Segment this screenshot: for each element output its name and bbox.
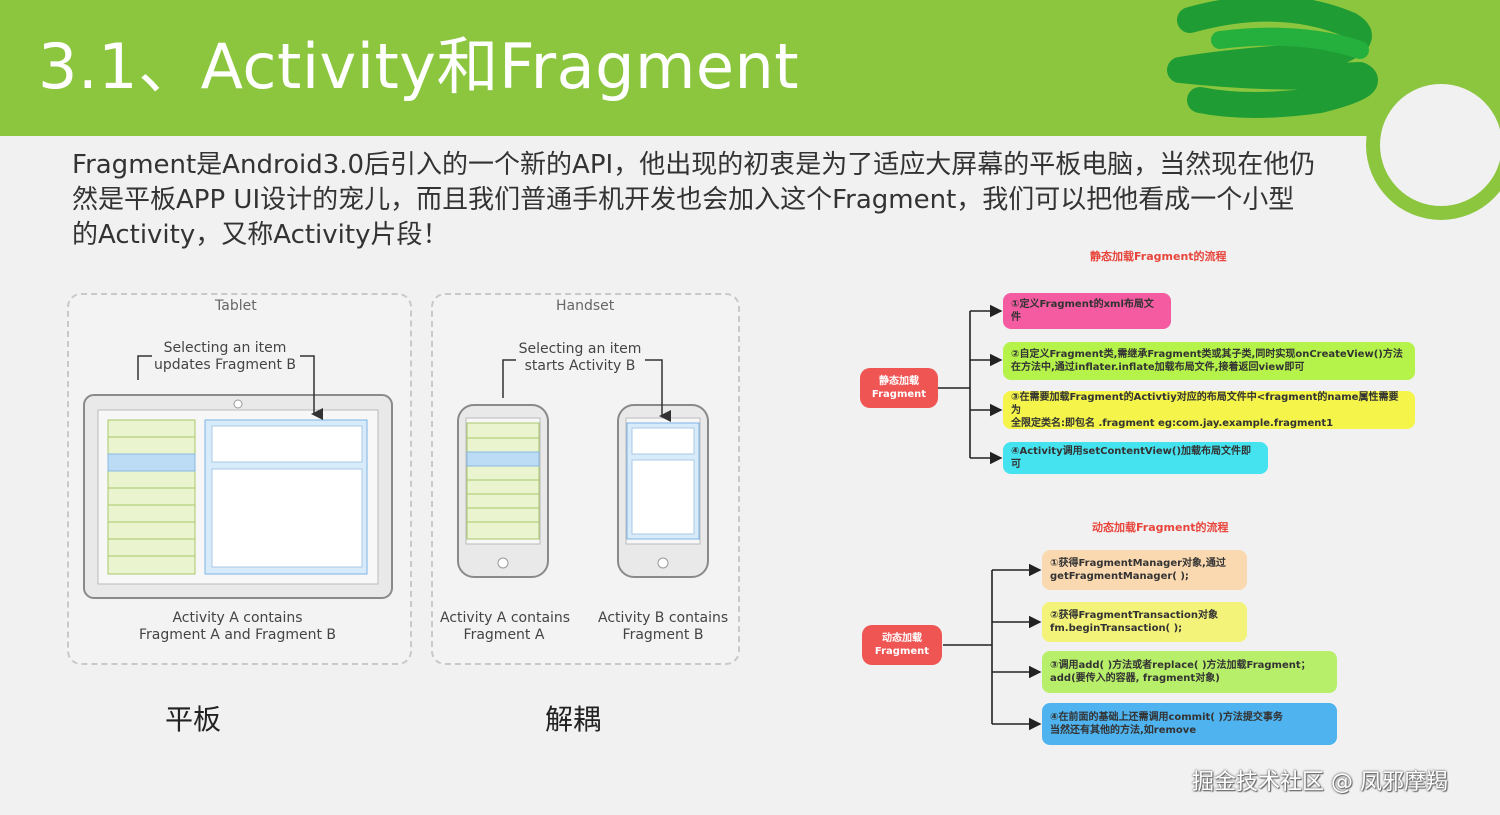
tablet-camera [233, 399, 243, 409]
circle-decoration [1366, 70, 1500, 220]
intro-line: 的Activity，又称Activity片段！ [72, 220, 449, 250]
green-scribble-decoration [1167, 0, 1378, 118]
intro-line: 然是平板APP UI设计的宠儿，而且我们普通手机开发也会加入这个Fragment… [72, 185, 1295, 215]
static-step-3: ③在需要加载Fragment的Activtiy对应的布局文件中<fragment… [1003, 391, 1415, 429]
handset-caption-a: Activity A contains Fragment A [440, 610, 571, 643]
intro-paragraph: Fragment是Android3.0后引入的一个新的API，他出现的初衷是为了… [72, 148, 1382, 253]
static-step-4: ④Activity调用setContentView()加载布局文件即可 [1003, 442, 1268, 474]
dynamic-flow-connectors [943, 563, 1042, 731]
watermark: 掘金技术社区 @ 凤邪摩羯 [1192, 770, 1448, 795]
fragment-a-list [107, 419, 196, 575]
static-flow-title: 静态加载Fragment的流程 [1090, 250, 1227, 263]
static-step-1: ①定义Fragment的xml布局文件 [1003, 293, 1171, 329]
handset-a-list [466, 422, 540, 540]
handset-caption-b: Activity B contains Fragment B [598, 610, 729, 643]
fragment-a-selected-item [107, 453, 196, 472]
handset-a-selected-item [466, 451, 540, 467]
tablet-select-text: Selecting an item updates Fragment B [154, 340, 296, 373]
intro-line: Fragment是Android3.0后引入的一个新的API，他出现的初衷是为了… [72, 150, 1316, 180]
slide-title: 3.1、Activity和Fragment [38, 30, 800, 103]
static-step-2: ②自定义Fragment类,需继承Fragment类或其子类,同时实现onCre… [1003, 342, 1415, 380]
dynamic-step-3: ③调用add( )方法或者replace( )方法加载Fragment；add(… [1042, 651, 1337, 693]
handset-select-text: Selecting an item starts Activity B [518, 341, 642, 374]
tablet-label: 平板 [165, 703, 222, 736]
dynamic-flow-title: 动态加载Fragment的流程 [1092, 521, 1229, 534]
handset-panel-title: Handset [556, 298, 615, 314]
decouple-label: 解耦 [545, 703, 602, 736]
tablet-panel-title: Tablet [215, 298, 257, 314]
tablet-caption: Activity A contains Fragment A and Fragm… [138, 610, 337, 643]
static-flow-connectors [938, 304, 1003, 465]
dynamic-step-4: ④在前面的基础上还需调用commit( )方法提交事务当然还有其他的方法,如re… [1042, 703, 1337, 745]
